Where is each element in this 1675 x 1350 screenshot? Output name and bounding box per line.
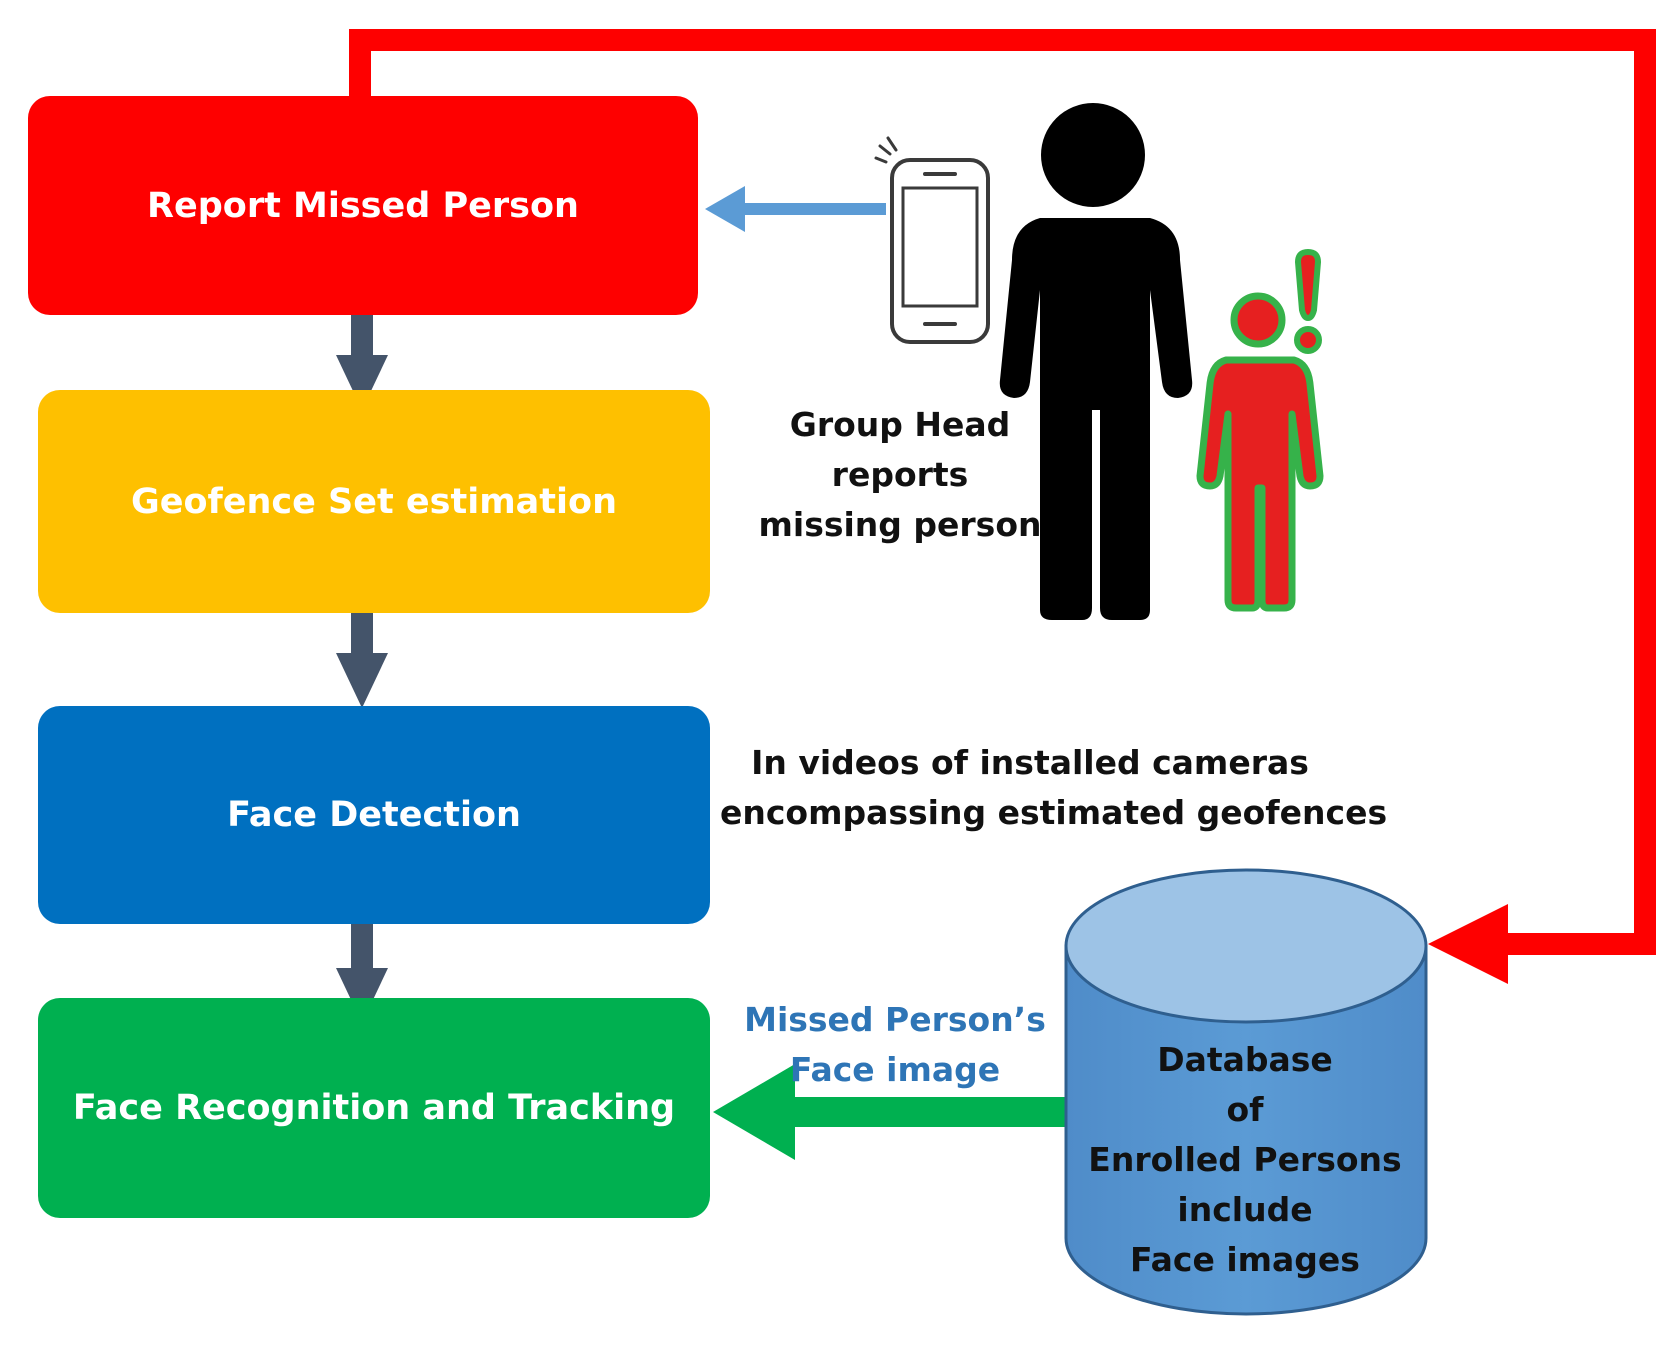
feedback-arrow [349, 29, 1656, 984]
label-line: Database [1157, 1040, 1333, 1079]
label-line: include [1177, 1190, 1313, 1229]
label-line: Face images [1130, 1240, 1360, 1279]
label-line: Enrolled Persons [1088, 1140, 1402, 1179]
smartphone-icon [874, 136, 990, 344]
step-face-recognition-tracking: Face Recognition and Tracking [38, 998, 710, 1218]
label-line: encompassing estimated geofences [720, 793, 1388, 832]
label-line: of [1226, 1090, 1264, 1129]
database-cylinder-icon [1064, 868, 1428, 1316]
cameras-label: In videos of installed cameras encompass… [720, 738, 1388, 838]
label-line: Group Head [789, 405, 1011, 444]
group-head-label: Group Head reports missing person [740, 400, 1060, 550]
label-line: reports [831, 455, 969, 494]
flow-arrow-1 [336, 315, 388, 410]
step-label: Face Detection [227, 795, 521, 835]
step-geofence-estimation: Geofence Set estimation [38, 390, 710, 613]
face-image-arrow [713, 1064, 1065, 1160]
step-label: Report Missed Person [147, 185, 579, 226]
label-line: In videos of installed cameras [751, 743, 1309, 782]
flow-arrow-2 [336, 613, 388, 708]
step-face-detection: Face Detection [38, 706, 710, 924]
flow-arrow-3 [336, 924, 388, 1023]
step-report-missed-person: Report Missed Person [28, 96, 698, 315]
step-label: Face Recognition and Tracking [72, 1088, 676, 1128]
label-line: Face image [789, 1050, 1001, 1089]
phone-arrow [705, 186, 886, 232]
label-line: Missed Person’s [744, 1000, 1046, 1039]
exclamation-icon [1294, 248, 1322, 354]
child-silhouette-icon [1196, 292, 1324, 612]
adult-silhouette-icon [999, 103, 1193, 620]
label-line: missing person [758, 505, 1042, 544]
face-image-label: Missed Person’s Face image [730, 995, 1060, 1095]
step-label: Geofence Set estimation [130, 481, 617, 522]
database-label: Database of Enrolled Persons include Fac… [1075, 1035, 1415, 1285]
